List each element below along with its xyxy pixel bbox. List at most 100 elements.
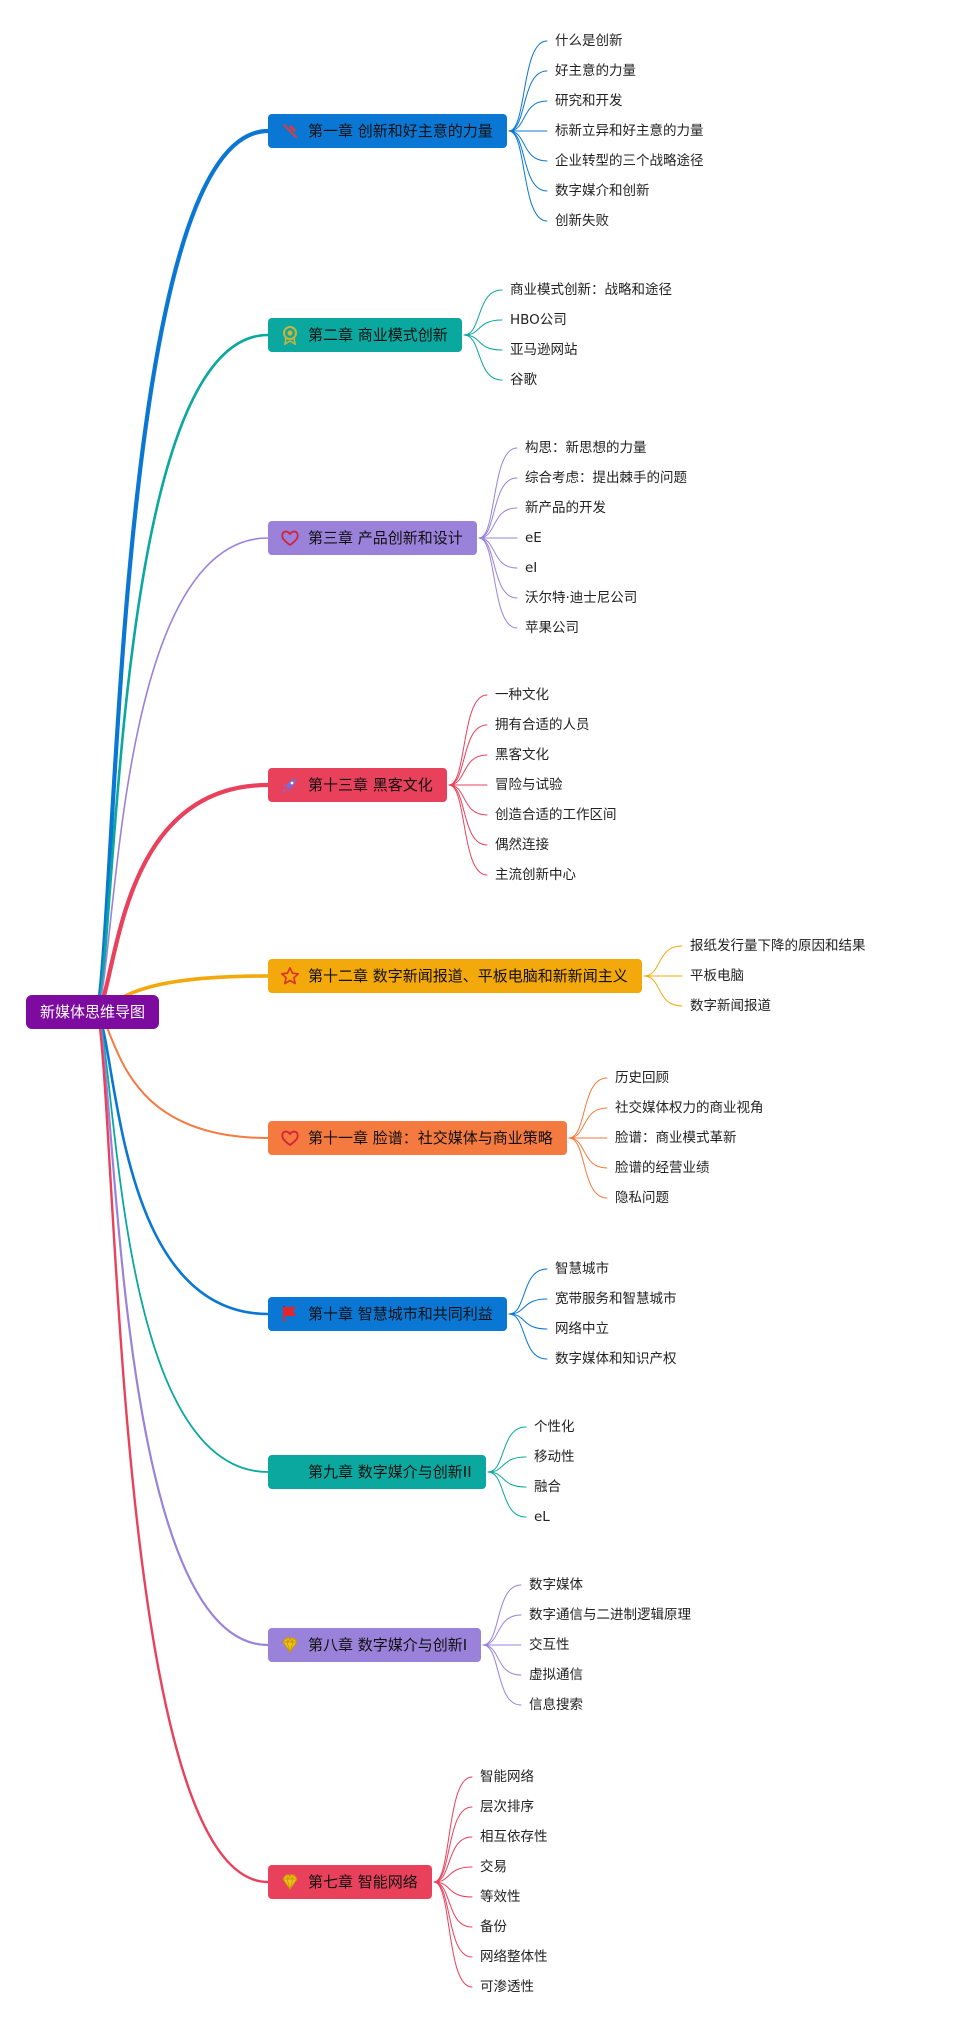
diamond-icon (280, 1872, 300, 1892)
topic-item[interactable]: 数字媒体和知识产权 (555, 1351, 677, 1367)
topic-item[interactable]: 可渗透性 (480, 1979, 534, 1995)
chapter-node-7[interactable]: 第十章 智慧城市和共同利益 (268, 1297, 507, 1331)
heart-icon (280, 528, 300, 548)
connector-line (508, 1313, 548, 1330)
chapter-node-9[interactable]: 第八章 数字媒介与创新I (268, 1628, 482, 1662)
topic-item[interactable]: eE (525, 530, 542, 546)
chapter-label: 第十二章 数字新闻报道、平板电脑和新新闻主义 (308, 967, 628, 985)
topic-item[interactable]: 标新立异和好主意的力量 (555, 123, 704, 139)
topic-item[interactable]: 备份 (480, 1919, 507, 1935)
topic-item[interactable]: 等效性 (480, 1889, 521, 1905)
topic-item[interactable]: 宽带服务和智慧城市 (555, 1291, 677, 1307)
chapter-label: 第九章 数字媒介与创新II (308, 1463, 472, 1481)
topic-item[interactable]: 脸谱的经营业绩 (615, 1160, 710, 1176)
connector-line (463, 319, 503, 336)
topic-item[interactable]: 创造合适的工作区间 (495, 807, 617, 823)
connector-line (508, 1298, 548, 1315)
topic-item[interactable]: 研究和开发 (555, 93, 623, 109)
topic-item[interactable]: 构思：新思想的力量 (525, 440, 647, 456)
chapter-node-2[interactable]: 第二章 商业模式创新 (268, 318, 462, 352)
topic-item[interactable]: 网络中立 (555, 1321, 609, 1337)
connector-line (508, 100, 548, 132)
connector-line (96, 1010, 270, 1884)
connector-line (448, 784, 488, 876)
connector-line (448, 784, 488, 846)
topic-item[interactable]: 主流创新中心 (495, 867, 576, 883)
topic-item[interactable]: 网络整体性 (480, 1949, 548, 1965)
topic-item[interactable]: 隐私问题 (615, 1190, 669, 1206)
topic-item[interactable]: 偶然连接 (495, 837, 549, 853)
connector-line (433, 1881, 473, 1958)
connector-line (448, 784, 488, 816)
topic-item[interactable]: 好主意的力量 (555, 63, 636, 79)
topic-item[interactable]: 报纸发行量下降的原因和结果 (690, 938, 866, 954)
topic-item[interactable]: 个性化 (534, 1419, 575, 1435)
topic-item[interactable]: 相互依存性 (480, 1829, 548, 1845)
connector-line (643, 945, 683, 977)
connector-line (433, 1806, 473, 1883)
topic-item[interactable]: 数字媒体 (529, 1577, 583, 1593)
connector-line (97, 1011, 269, 1473)
chapter-node-6[interactable]: 第十一章 脸谱：社交媒体与商业策略 (268, 1121, 567, 1155)
topic-item[interactable]: 企业转型的三个战略途径 (555, 153, 704, 169)
topic-item[interactable]: 一种文化 (495, 687, 549, 703)
chapter-label: 第三章 产品创新和设计 (308, 529, 463, 547)
chapter-label: 第七章 智能网络 (308, 1873, 418, 1891)
connector-line (568, 1137, 608, 1169)
connector-line (448, 694, 488, 786)
topic-item[interactable]: 创新失败 (555, 213, 609, 229)
connector-line (508, 1268, 548, 1315)
connector-line (508, 130, 548, 192)
topic-item[interactable]: 数字媒介和创新 (555, 183, 650, 199)
topic-item[interactable]: 亚马逊网站 (510, 342, 578, 358)
topic-item[interactable]: 沃尔特·迪士尼公司 (525, 590, 638, 606)
chapter-node-5[interactable]: 第十二章 数字新闻报道、平板电脑和新新闻主义 (268, 959, 642, 993)
chapter-label: 第一章 创新和好主意的力量 (308, 122, 493, 140)
topic-item[interactable]: 黑客文化 (495, 747, 549, 763)
tools-icon (280, 121, 300, 141)
connector-line (433, 1836, 473, 1883)
root-node[interactable]: 新媒体思维导图 (26, 995, 160, 1029)
topic-item[interactable]: 信息搜索 (529, 1697, 583, 1713)
diamond-icon (280, 1635, 300, 1655)
topic-item[interactable]: 虚拟通信 (529, 1667, 583, 1683)
connector-line (482, 1644, 522, 1676)
topic-item[interactable]: eI (525, 560, 538, 576)
topic-item[interactable]: 商业模式创新：战略和途径 (510, 282, 672, 298)
topic-item[interactable]: 苹果公司 (525, 620, 579, 636)
chapter-node-8[interactable]: 第九章 数字媒介与创新II (268, 1455, 486, 1489)
topic-item[interactable]: 谷歌 (510, 372, 537, 388)
topic-item[interactable]: 数字新闻报道 (690, 998, 771, 1014)
topic-item[interactable]: 智慧城市 (555, 1261, 609, 1277)
connector-line (487, 1426, 527, 1473)
topic-item[interactable]: 融合 (534, 1479, 561, 1495)
chapter-node-3[interactable]: 第三章 产品创新和设计 (268, 521, 477, 555)
rocket-icon (280, 775, 300, 795)
chapter-label: 第十三章 黑客文化 (308, 776, 433, 794)
topic-item[interactable]: 拥有合适的人员 (495, 717, 590, 733)
topic-item[interactable]: 交互性 (529, 1637, 570, 1653)
connector-line (448, 754, 488, 786)
chapter-node-10[interactable]: 第七章 智能网络 (268, 1865, 432, 1899)
topic-item[interactable]: 社交媒体权力的商业视角 (615, 1100, 764, 1116)
connector-line (96, 333, 270, 1014)
topic-item[interactable]: eL (534, 1509, 550, 1525)
connector-line (487, 1471, 527, 1518)
chapter-node-1[interactable]: 第一章 创新和好主意的力量 (268, 114, 507, 148)
topic-item[interactable]: 脸谱：商业模式革新 (615, 1130, 737, 1146)
topic-item[interactable]: 历史回顾 (615, 1070, 669, 1086)
topic-item[interactable]: 冒险与试验 (495, 777, 563, 793)
topic-item[interactable]: 数字通信与二进制逻辑原理 (529, 1607, 691, 1623)
topic-item[interactable]: 平板电脑 (690, 968, 744, 984)
topic-item[interactable]: 新产品的开发 (525, 500, 606, 516)
topic-item[interactable]: 移动性 (534, 1449, 575, 1465)
chapter-node-4[interactable]: 第十三章 黑客文化 (268, 768, 447, 802)
topic-item[interactable]: 综合考虑：提出棘手的问题 (525, 470, 687, 486)
connector-line (482, 1614, 522, 1646)
topic-item[interactable]: 什么是创新 (555, 33, 623, 49)
topic-item[interactable]: 交易 (480, 1859, 507, 1875)
topic-item[interactable]: HBO公司 (510, 312, 567, 328)
topic-item[interactable]: 智能网络 (480, 1769, 534, 1785)
topic-item[interactable]: 层次排序 (480, 1799, 534, 1815)
